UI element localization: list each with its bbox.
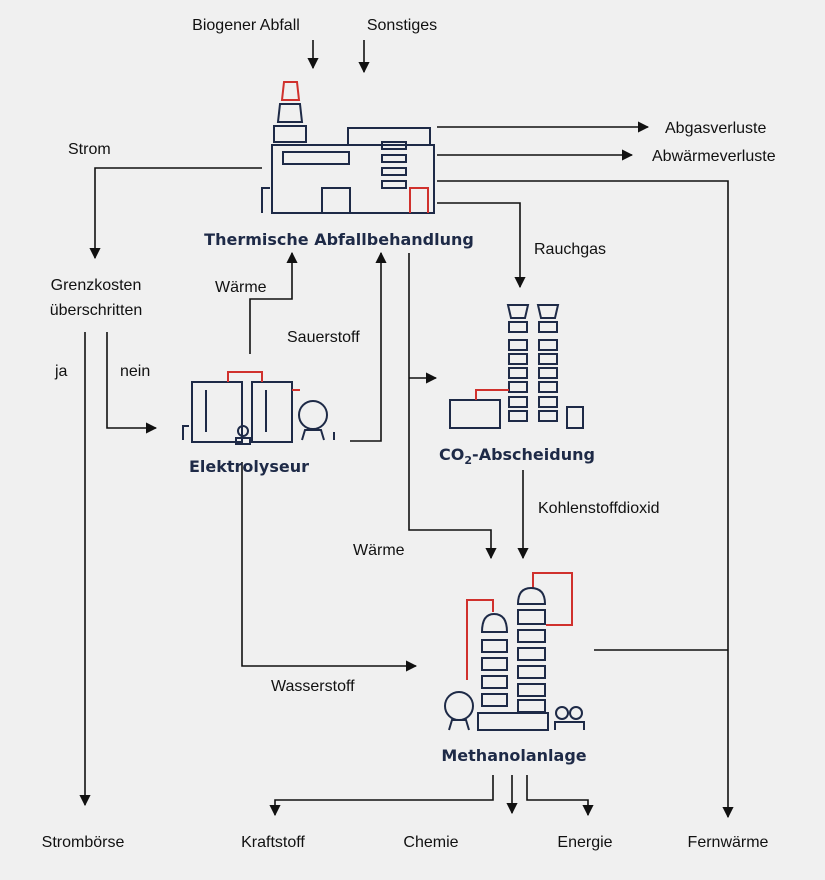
output-chemistry: Chemie bbox=[403, 834, 458, 851]
title-co2-capture: CO2-Abscheidung bbox=[439, 445, 595, 467]
arrow-no bbox=[106, 332, 158, 434]
output-power-exchange: Strombörse bbox=[42, 834, 125, 851]
label-exhaust-losses: Abgasverluste bbox=[665, 120, 766, 137]
co2-suffix: -Abscheidung bbox=[472, 445, 595, 464]
arrow-power bbox=[89, 167, 262, 260]
electrolyser-plant-icon bbox=[182, 371, 335, 445]
arrow-fuel bbox=[269, 775, 494, 817]
label-waste-heat-losses: Abwärmeverluste bbox=[652, 148, 776, 165]
label-co2: Kohlenstoffdioxid bbox=[538, 500, 660, 517]
output-energy: Energie bbox=[557, 834, 612, 851]
arrow-oxygen bbox=[350, 251, 387, 442]
co2-subscript: 2 bbox=[464, 454, 472, 467]
title-methanol: Methanolanlage bbox=[441, 746, 586, 765]
decision-no: nein bbox=[120, 363, 150, 380]
label-oxygen: Sauerstoff bbox=[287, 329, 360, 346]
output-district-heating: Fernwärme bbox=[688, 834, 769, 851]
label-heat-methanol: Wärme bbox=[353, 542, 405, 559]
label-heat-waste-treatment: Wärme bbox=[215, 279, 267, 296]
input-biogenic-waste: Biogener Abfall bbox=[192, 17, 300, 34]
input-other: Sonstiges bbox=[367, 17, 437, 34]
title-electrolyser: Elektrolyseur bbox=[189, 457, 309, 476]
co2-prefix: CO bbox=[439, 445, 464, 464]
label-hydrogen: Wasserstoff bbox=[271, 678, 355, 695]
decision-line1: Grenzkosten bbox=[51, 277, 142, 294]
arrow-hydrogen bbox=[241, 462, 418, 672]
arrow-energy bbox=[526, 775, 594, 817]
output-fuel: Kraftstoff bbox=[241, 834, 305, 851]
arrow-flue-gas bbox=[437, 202, 526, 289]
flow-lines bbox=[79, 40, 734, 819]
arrow-heat-to-waste-treatment bbox=[249, 251, 298, 354]
methanol-plant-icon bbox=[444, 572, 585, 731]
co2-capture-plant-icon bbox=[449, 304, 584, 429]
label-flue-gas: Rauchgas bbox=[534, 241, 606, 258]
decision-line2: überschritten bbox=[50, 302, 143, 319]
arrow-district-heating bbox=[437, 180, 734, 819]
decision-yes: ja bbox=[54, 363, 68, 380]
arrow-heat-to-methanol bbox=[408, 253, 497, 560]
waste-treatment-plant-icon bbox=[261, 81, 435, 214]
title-waste-treatment: Thermische Abfallbehandlung bbox=[204, 230, 474, 249]
label-power: Strom bbox=[68, 141, 111, 158]
